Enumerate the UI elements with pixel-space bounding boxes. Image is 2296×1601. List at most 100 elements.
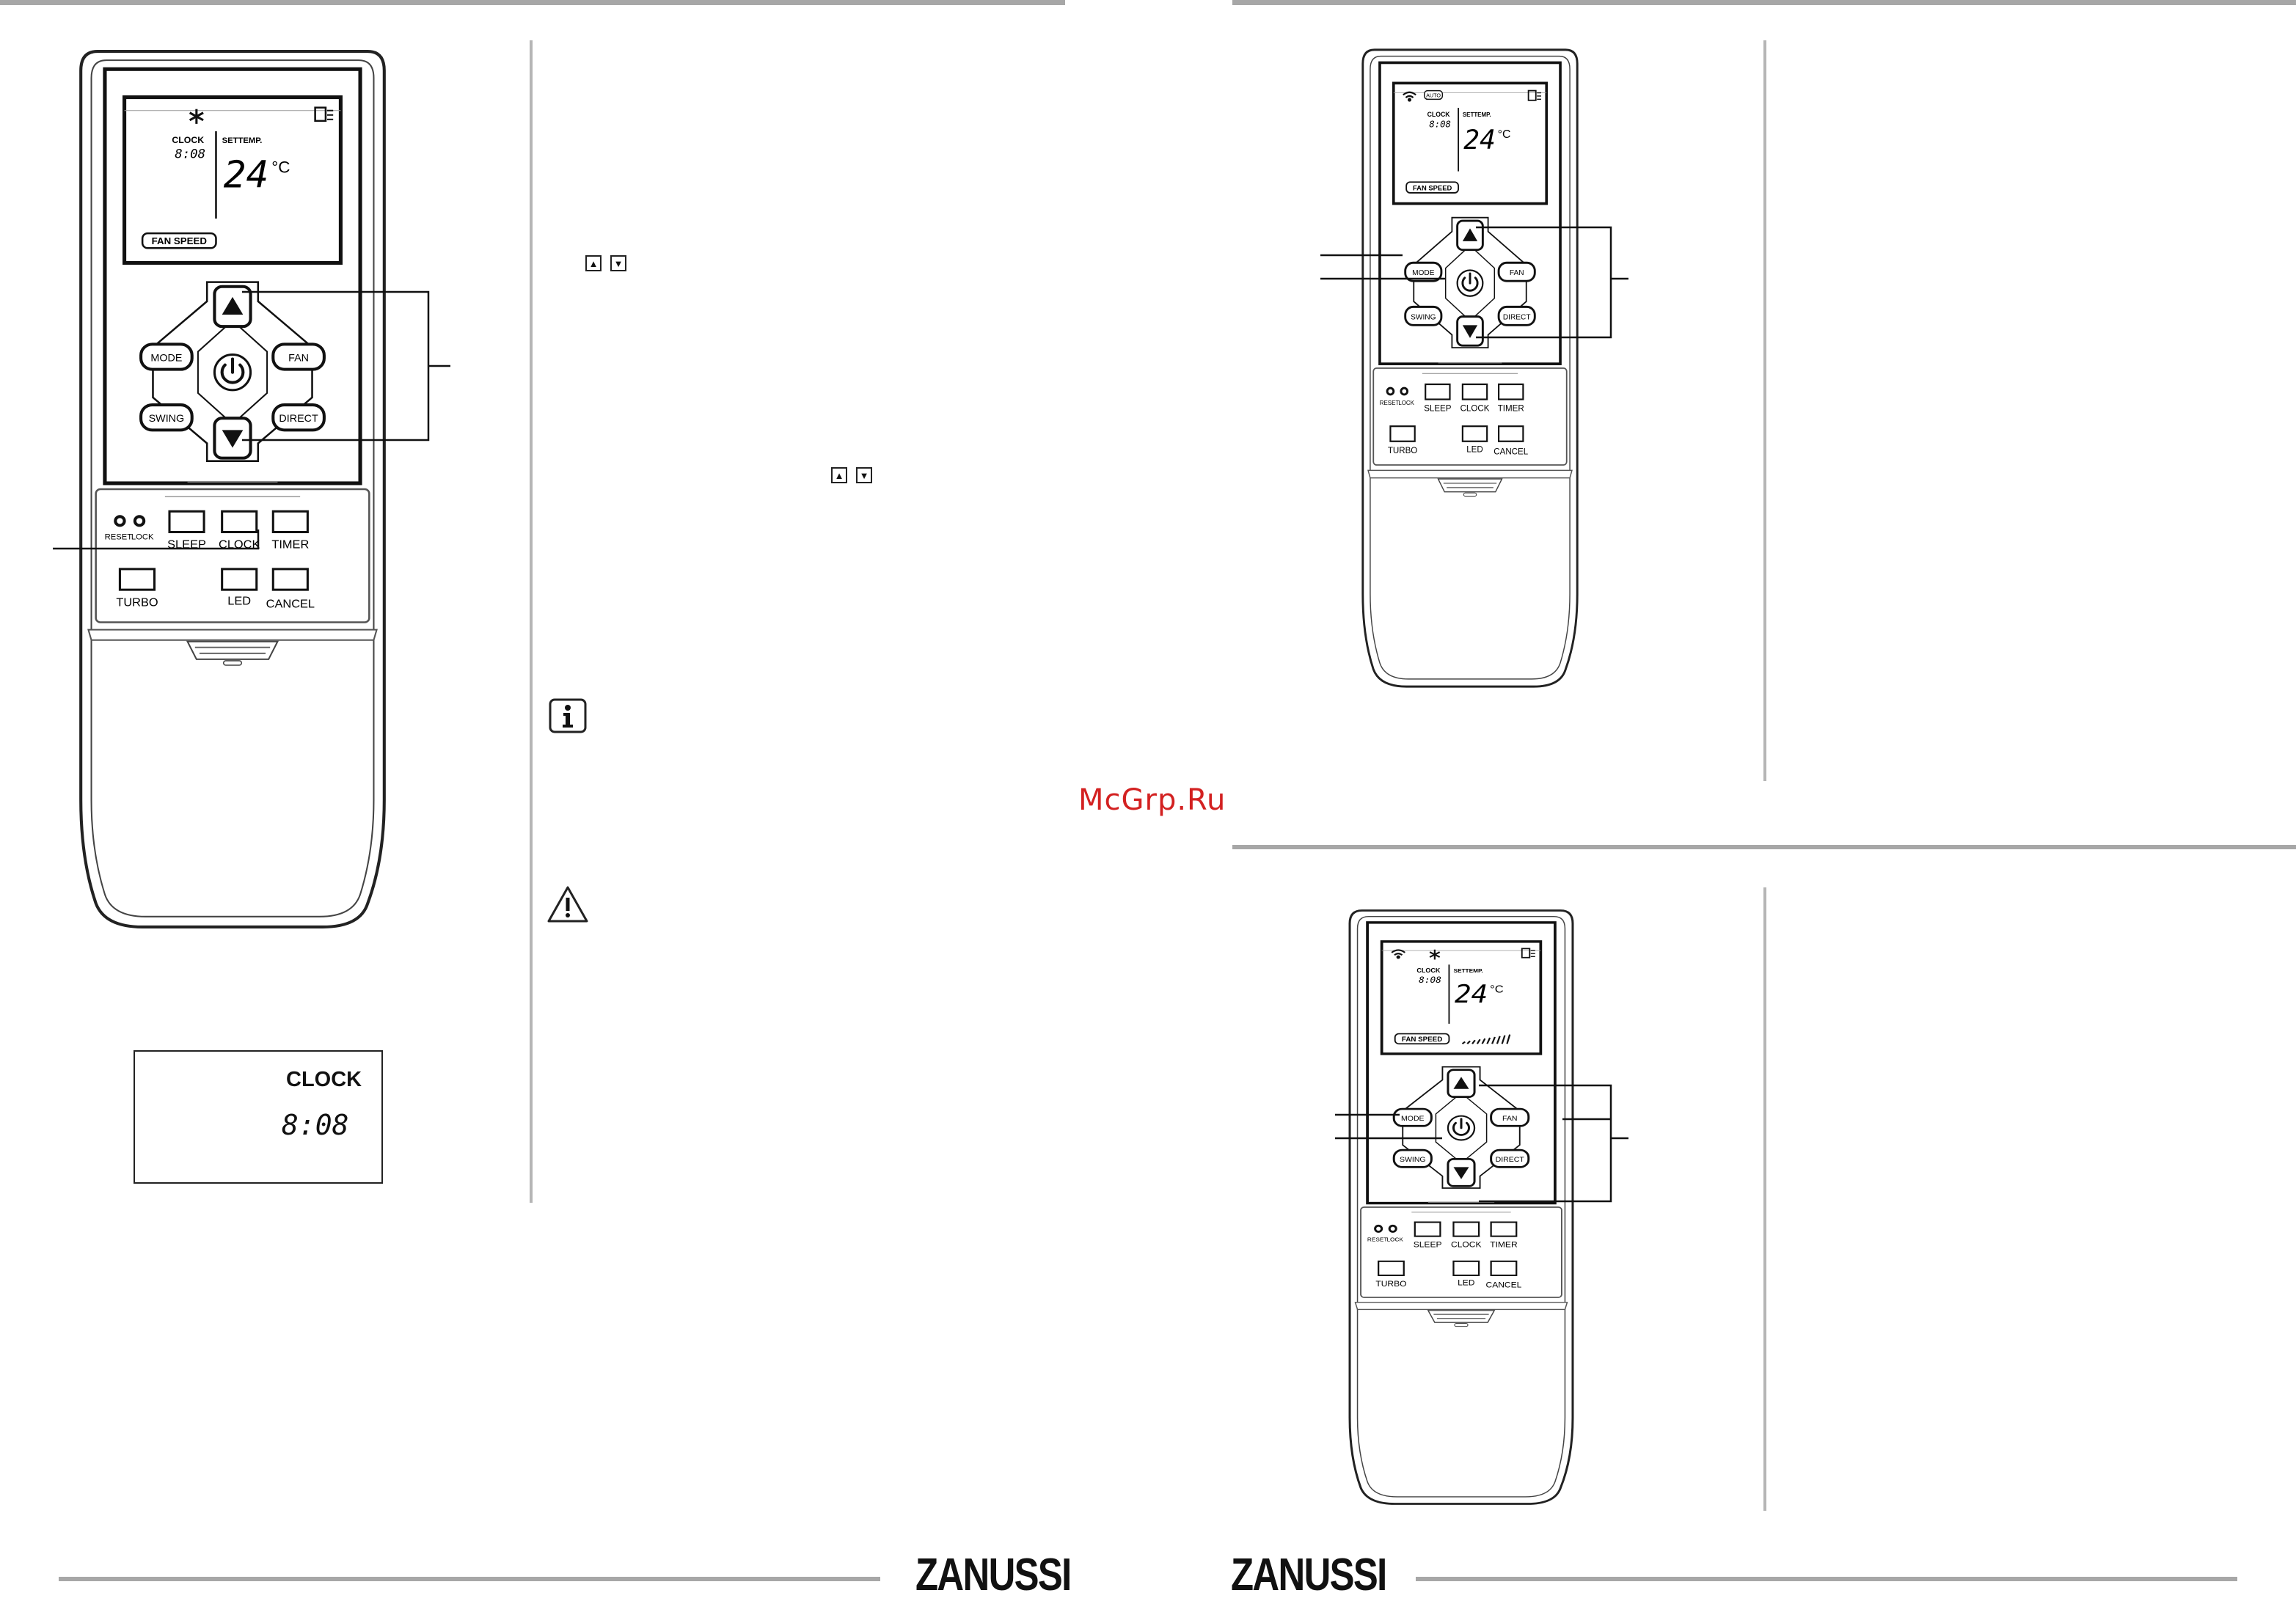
clock-label: CLOCK — [1451, 1241, 1482, 1249]
direct-button[interactable] — [1497, 305, 1536, 326]
sleep-button[interactable] — [168, 510, 205, 533]
cancel-label: CANCEL — [1486, 1281, 1522, 1289]
top-rule-left — [0, 0, 1065, 5]
turbo-button[interactable] — [1389, 425, 1416, 442]
arrow-up-icon — [222, 296, 244, 315]
swing-button-label: SWING — [1400, 1156, 1426, 1163]
lock-button[interactable] — [1400, 386, 1409, 396]
clock-label: CLOCK — [1460, 404, 1490, 414]
reset-label: RESET — [1380, 400, 1400, 406]
swing-button[interactable] — [1392, 1148, 1433, 1168]
turbo-button[interactable] — [1378, 1260, 1405, 1276]
swing-button-label: SWING — [149, 413, 185, 425]
sleep-button[interactable] — [1425, 383, 1451, 400]
led-button[interactable] — [1461, 425, 1488, 442]
fan-button-label: FAN — [1502, 1115, 1517, 1122]
led-label: LED — [227, 594, 251, 607]
direct-button[interactable] — [271, 403, 326, 432]
lcd-clock-label: CLOCK — [1427, 111, 1451, 118]
timer-button[interactable] — [271, 510, 309, 533]
fan-mode-icon — [1527, 89, 1541, 101]
arrow-down-icon — [1462, 325, 1478, 338]
timer-button[interactable] — [1490, 1221, 1518, 1237]
arrow-up-icon — [1453, 1077, 1469, 1089]
lock-button[interactable] — [133, 515, 146, 527]
info-icon — [549, 698, 587, 733]
remote-control-drawing: CLOCK 8:08 SETTEMP. 24 °C FAN SPEED MODE… — [1348, 909, 1574, 1505]
timer-button[interactable] — [1497, 383, 1524, 400]
led-button[interactable] — [221, 568, 258, 591]
auto-badge: AUTO — [1426, 92, 1441, 98]
direct-button-label: DIRECT — [279, 413, 318, 425]
lcd-clock-label: CLOCK — [1416, 967, 1441, 975]
clock-button[interactable] — [1461, 383, 1488, 400]
clock-button[interactable] — [1452, 1221, 1480, 1237]
direct-button-label: DIRECT — [1503, 313, 1531, 321]
turbo-button[interactable] — [118, 568, 156, 591]
led-label: LED — [1458, 1279, 1474, 1287]
swing-button[interactable] — [139, 403, 194, 432]
remote-control-large: CLOCK 8:08 SETTEMP. 24 °C FAN SPEED MODE… — [75, 45, 390, 933]
turbo-label: TURBO — [116, 596, 158, 609]
reset-button[interactable] — [1386, 386, 1395, 396]
cancel-button[interactable] — [1490, 1260, 1518, 1276]
lock-button[interactable] — [1388, 1224, 1397, 1233]
timer-label: TIMER — [1490, 1241, 1517, 1249]
column-divider-right-bottom — [1763, 887, 1766, 1511]
fan-button[interactable] — [1490, 1107, 1530, 1127]
timer-label: TIMER — [271, 538, 309, 552]
turbo-label: TURBO — [1388, 446, 1417, 455]
lcd-set-temp-label: SETTEMP. — [1463, 111, 1491, 118]
cancel-button[interactable] — [1497, 425, 1524, 442]
fan-speed-level-bars — [1461, 1034, 1511, 1045]
arrow-down-icon: ▼ — [856, 467, 872, 483]
callout-lines-top-right — [1320, 226, 1628, 339]
mode-button[interactable] — [1392, 1107, 1433, 1127]
led-button[interactable] — [1452, 1260, 1480, 1276]
remote-control-top-right: CLOCK 8:08 SETTEMP. 24 °C FAN SPEED MODE… — [1359, 45, 1582, 691]
watermark: McGrp.Ru — [1078, 783, 1226, 817]
swing-button-label: SWING — [1411, 313, 1436, 321]
lcd-fan-speed-label: FAN SPEED — [152, 235, 207, 246]
lcd-set-temp-label: SETTEMP. — [1453, 968, 1482, 975]
cancel-button[interactable] — [271, 568, 309, 591]
mode-button[interactable] — [139, 342, 194, 371]
sleep-label: SLEEP — [1424, 404, 1452, 414]
lcd-clock-label: CLOCK — [172, 135, 204, 145]
turbo-label: TURBO — [1375, 1280, 1406, 1288]
mid-rule-right — [1232, 845, 2296, 849]
lcd-temp-unit: °C — [271, 158, 290, 177]
power-icon — [220, 357, 245, 384]
fan-button[interactable] — [271, 342, 326, 371]
lcd-temp-value: 24 — [224, 153, 269, 197]
clock-button[interactable] — [221, 510, 258, 533]
lcd-set-temp-label: SETTEMP. — [222, 136, 263, 145]
direct-button-label: DIRECT — [1496, 1156, 1524, 1163]
lcd-clock-time: 8:08 — [175, 147, 205, 161]
lcd-temp-unit: °C — [1490, 983, 1504, 995]
fan-button[interactable] — [1497, 261, 1536, 282]
direct-button[interactable] — [1490, 1148, 1530, 1168]
brand-logo-right: ZANUSSI — [1231, 1550, 1387, 1600]
swing-button[interactable] — [1404, 305, 1443, 326]
power-icon — [1452, 1118, 1471, 1136]
wifi-icon — [1403, 91, 1416, 102]
wifi-icon — [1391, 949, 1405, 959]
lcd-fan-speed-label: FAN SPEED — [1402, 1036, 1443, 1043]
reset-button[interactable] — [1374, 1224, 1383, 1233]
lcd-fan-speed-label: FAN SPEED — [1413, 184, 1452, 192]
lcd-temp-unit: °C — [1498, 128, 1511, 141]
sleep-button[interactable] — [1414, 1221, 1441, 1237]
mode-button[interactable] — [1404, 261, 1443, 282]
arrow-down-icon: ▼ — [610, 255, 626, 271]
sleep-label: SLEEP — [1414, 1241, 1442, 1249]
bottom-rule-right — [1416, 1577, 2237, 1581]
lcd-clock-time: 8:08 — [1429, 119, 1451, 129]
snowflake-icon — [189, 109, 204, 124]
arrow-down-icon — [222, 430, 244, 448]
brand-logo-left: ZANUSSI — [915, 1550, 1072, 1600]
remote-control-drawing: CLOCK 8:08 SETTEMP. 24 °C FAN SPEED MODE… — [79, 50, 386, 928]
timer-label: TIMER — [1498, 404, 1524, 414]
led-label: LED — [1466, 444, 1483, 454]
reset-button[interactable] — [114, 515, 126, 527]
